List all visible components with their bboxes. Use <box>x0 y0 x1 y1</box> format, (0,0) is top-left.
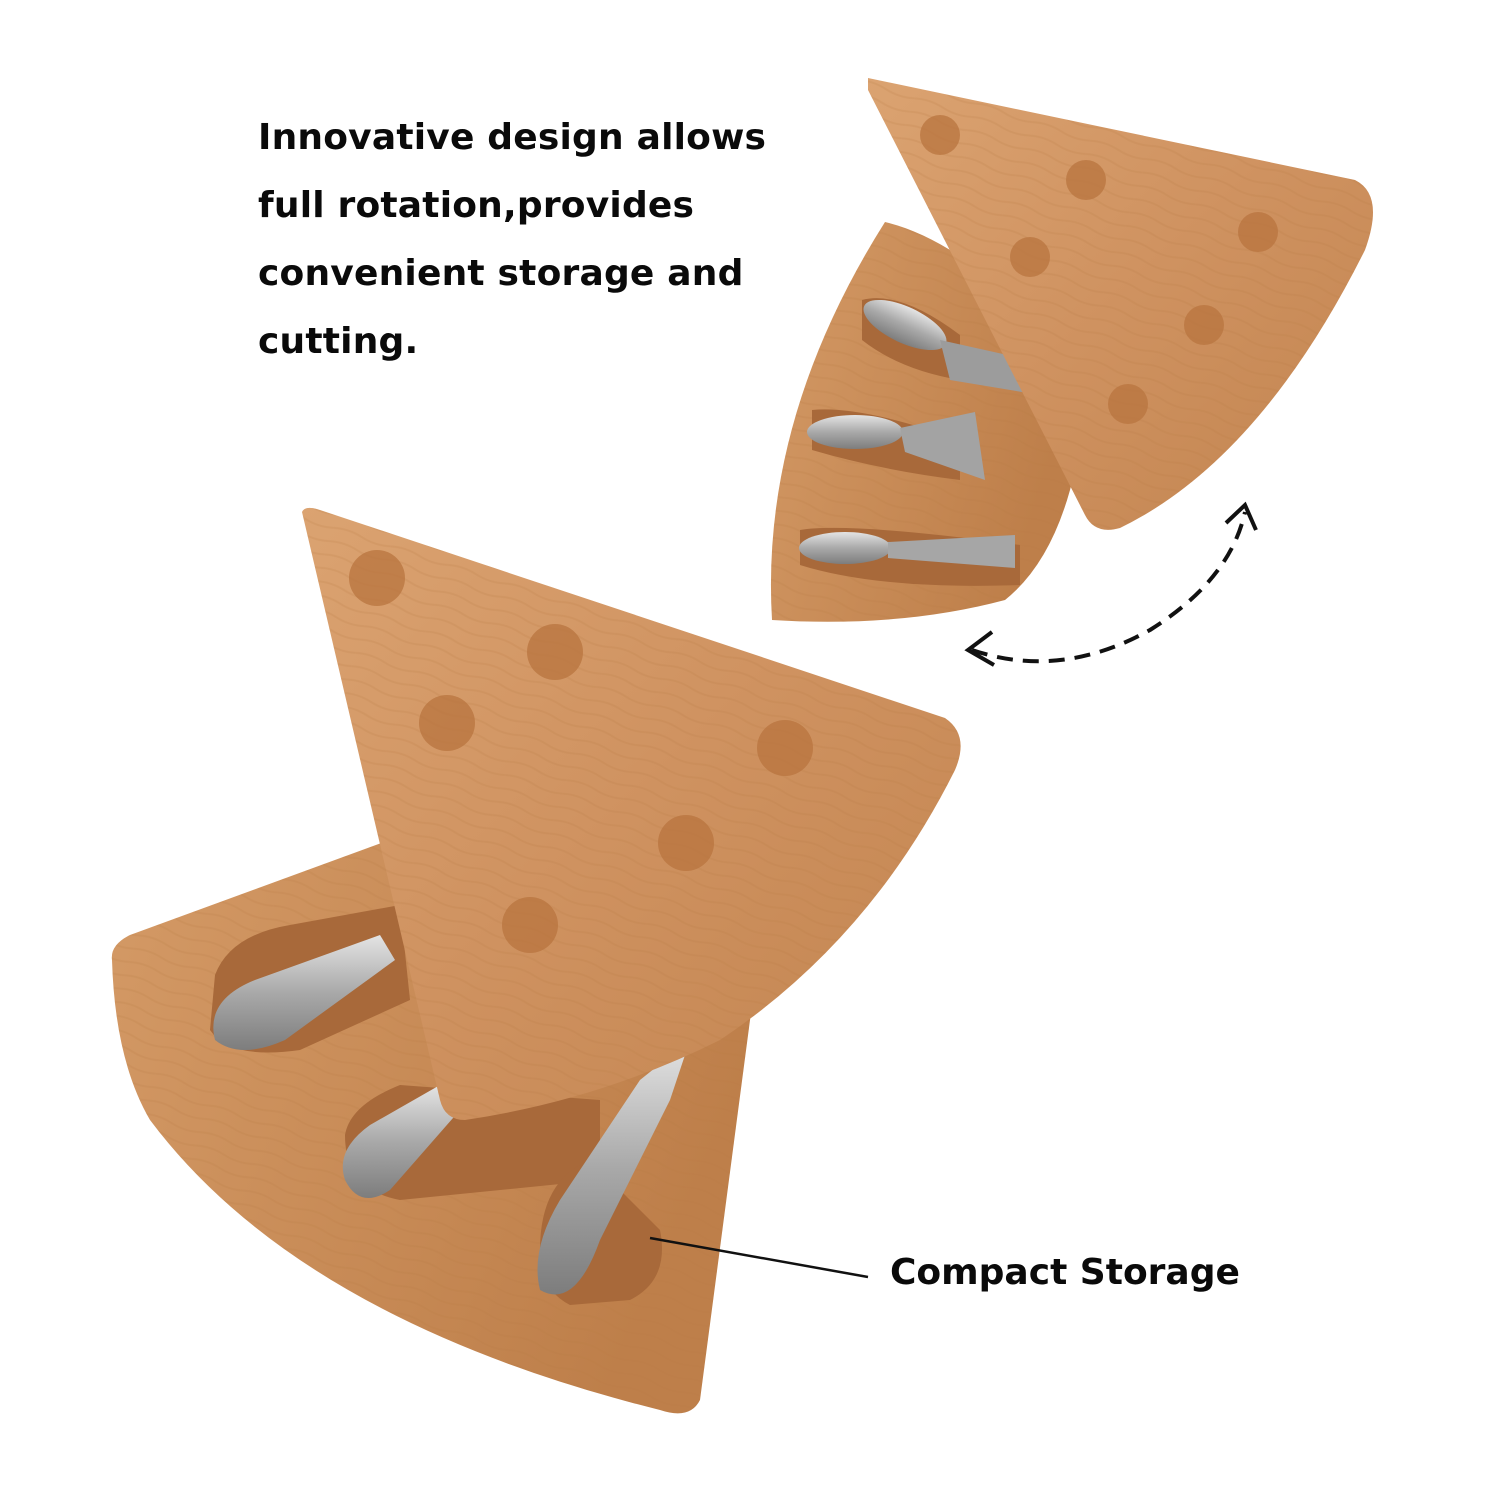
rotated-board-group <box>770 78 1373 622</box>
headline-line-1: Innovative design allows <box>258 117 767 158</box>
headline: Innovative design allows full rotation,p… <box>258 104 798 376</box>
knife-handle-3 <box>537 1040 690 1295</box>
knife-handle-1 <box>213 935 395 1050</box>
dashed-curved-double-arrow-icon <box>964 501 1258 667</box>
cheese-spatula-icon <box>807 412 985 480</box>
cheese-fork-icon <box>799 532 1015 568</box>
knife-handle-2 <box>342 1085 460 1198</box>
closed-board-group <box>111 507 961 1414</box>
callout-leader-line <box>649 1236 869 1279</box>
headline-line-3: convenient storage and <box>258 253 744 294</box>
headline-line-2: full rotation,provides <box>258 185 695 226</box>
compact-storage-label: Compact Storage <box>890 1252 1240 1293</box>
cheese-knife-icon <box>863 299 1040 395</box>
headline-line-4: cutting. <box>258 321 419 362</box>
